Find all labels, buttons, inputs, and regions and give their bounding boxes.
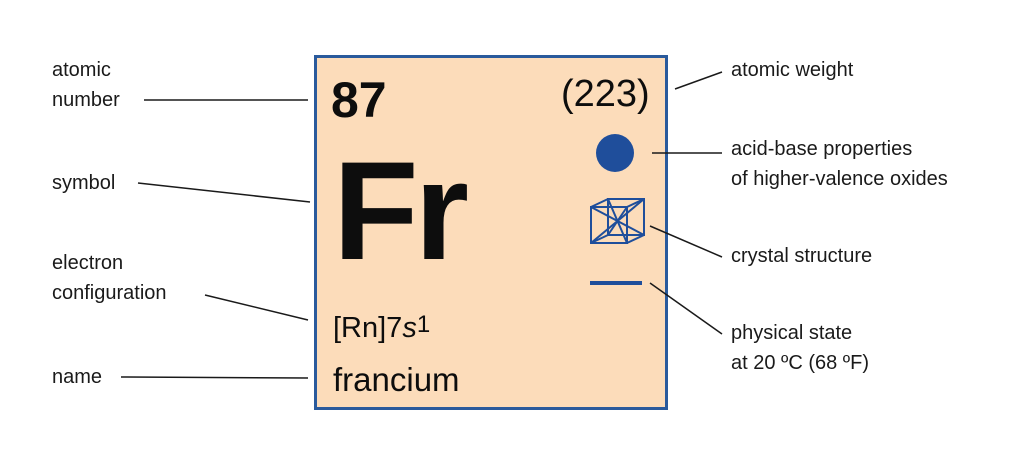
element-symbol: Fr [333, 132, 469, 289]
callout-electron-configuration-line2: configuration [52, 282, 167, 304]
electron-configuration: [Rn]7s1 [333, 308, 430, 345]
leader-electron-configuration [204, 294, 309, 321]
configuration-electrons: 1 [416, 311, 431, 338]
callout-crystal-structure: crystal structure [731, 241, 872, 271]
callout-symbol-line1: symbol [52, 172, 116, 194]
leader-atomic-weight [674, 71, 723, 90]
filled-circle-icon [596, 134, 634, 172]
configuration-core: [Rn]7 [333, 312, 403, 344]
callout-atomic-number-line2: number [52, 89, 120, 111]
body-centered-cubic-icon [590, 198, 645, 244]
element-name: francium [333, 361, 460, 398]
callout-acid-base: acid-base properties of higher-valence o… [731, 134, 948, 194]
callout-electron-configuration-line1: electron [52, 252, 124, 274]
leader-name [120, 376, 309, 379]
element-tile: 87 (223) Fr [Rn]7s1 francium [314, 55, 668, 410]
leader-physical-state [649, 282, 723, 335]
callout-atomic-weight: atomic weight [731, 55, 853, 85]
atomic-weight: (223) [561, 73, 650, 115]
callout-atomic-weight-line1: atomic weight [731, 59, 854, 81]
callout-atomic-number: atomic number [52, 55, 120, 115]
callout-acid-base-line1: acid-base properties [731, 138, 913, 160]
callout-symbol: symbol [52, 168, 115, 198]
callout-name: name [52, 362, 102, 392]
callout-atomic-number-line1: atomic [52, 59, 111, 81]
callout-physical-state-line1: physical state [731, 322, 853, 344]
callout-crystal-structure-line1: crystal structure [731, 245, 873, 267]
callout-acid-base-line2: of higher-valence oxides [731, 168, 948, 190]
configuration-orbital: s [402, 312, 417, 344]
callout-electron-configuration: electron configuration [52, 248, 167, 308]
callout-name-line1: name [52, 366, 103, 388]
callout-physical-state: physical state at 20 ºC (68 ºF) [731, 318, 869, 378]
leader-symbol [137, 182, 311, 203]
leader-crystal-structure [649, 225, 723, 258]
callout-physical-state-line2: at 20 ºC (68 ºF) [731, 352, 869, 374]
solid-bar-icon [590, 281, 642, 285]
atomic-number: 87 [331, 72, 387, 128]
